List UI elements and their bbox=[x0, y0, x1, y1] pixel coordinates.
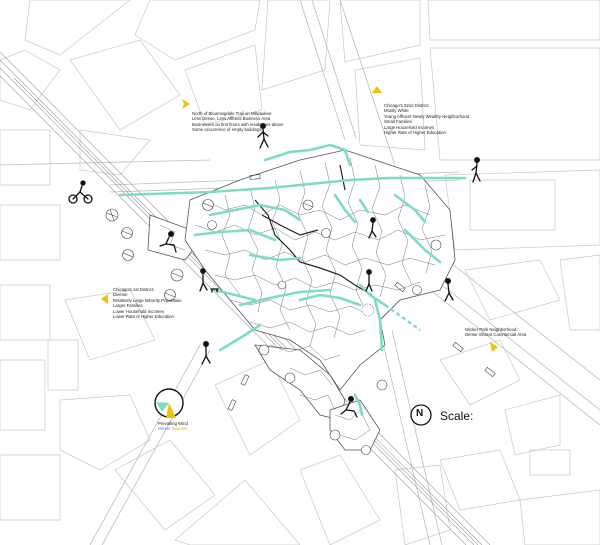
tree-icon bbox=[105, 208, 119, 222]
note-line: Businesses on first floors with residenc… bbox=[192, 121, 284, 127]
note-line: North of Bloomingdale Trail on Milwaukee… bbox=[192, 111, 273, 116]
tree-icon bbox=[329, 429, 341, 441]
note-line: Chicago's 32nd District: bbox=[384, 103, 430, 108]
wind-legend-summer: Summer bbox=[171, 426, 188, 432]
note-line: Young Affluent Newly Wealthy Neighborhoo… bbox=[384, 113, 470, 119]
wind-arrows bbox=[101, 86, 498, 352]
note-line: Larger Families bbox=[113, 303, 143, 309]
wind-arrow-icon bbox=[182, 99, 190, 109]
tree-icon bbox=[207, 220, 217, 230]
note-line: Large Household Incomes bbox=[384, 124, 435, 130]
note-line: Relatively Large Minority Population bbox=[113, 297, 182, 303]
tree-icon bbox=[430, 239, 442, 251]
note-north-trail: North of Bloomingdale Trail on Milwaukee… bbox=[192, 111, 283, 133]
note-line: Small Families bbox=[384, 119, 412, 125]
tree-icon bbox=[361, 445, 371, 455]
tree-icon bbox=[258, 344, 270, 356]
wind-arrow-icon bbox=[101, 294, 108, 304]
compass-icon bbox=[410, 404, 432, 426]
tree-icon bbox=[202, 199, 214, 211]
vehicles bbox=[227, 174, 496, 411]
cyclist-icon bbox=[68, 180, 93, 204]
note-wicker-park: Wicker Park Neighborhood: Dense Vibrant … bbox=[465, 327, 526, 338]
primary-paths bbox=[254, 164, 373, 296]
people bbox=[68, 123, 481, 418]
pedestrian-icon bbox=[368, 217, 377, 239]
green-paths bbox=[118, 143, 467, 417]
pedestrian-icon bbox=[201, 341, 211, 365]
note-district-1: Chicago's 1st District: Diverse Relative… bbox=[113, 287, 182, 319]
note-line: Wicker Park Neighborhood: bbox=[465, 327, 518, 332]
note-line: Mostly White bbox=[384, 108, 409, 114]
sitting-person-icon bbox=[340, 396, 358, 418]
note-line: Diverse bbox=[113, 292, 128, 298]
pedestrian-icon bbox=[199, 268, 208, 292]
note-line: Lower Rate of Higher Education bbox=[113, 314, 174, 320]
tree-icon bbox=[321, 228, 331, 238]
note-line: Lower Household Incomes bbox=[113, 308, 164, 314]
wind-arrow-icon bbox=[490, 342, 498, 352]
tree-icon bbox=[277, 280, 287, 290]
note-line: Chicago's 1st District: bbox=[113, 287, 155, 292]
note-line: Some occurrence of empty buildings bbox=[192, 127, 262, 133]
tree-icon bbox=[361, 303, 375, 317]
tree-icon bbox=[412, 285, 422, 295]
wind-legend-label: Prevailing Wind Winter Summer bbox=[158, 421, 188, 432]
pedestrian-icon bbox=[471, 157, 481, 183]
note-district-32: Chicago's 32nd District: Mostly White Yo… bbox=[384, 103, 469, 135]
green-dashed-path bbox=[384, 304, 421, 331]
wind-legend-title: Prevailing Wind bbox=[158, 421, 188, 426]
tree-icon bbox=[164, 289, 176, 301]
pedestrian-icon bbox=[444, 278, 454, 302]
tree-icon bbox=[121, 227, 133, 239]
note-line: Higher Rate of Higher Education bbox=[384, 130, 446, 136]
note-line: Dense Vibrant Commercial Area bbox=[465, 332, 527, 338]
wind-arrow-icon bbox=[372, 86, 382, 93]
wind-legend-seasons: Winter Summer bbox=[158, 426, 188, 431]
pedestrian-icon bbox=[257, 123, 269, 149]
wind-legend-winter: Winter bbox=[158, 426, 171, 432]
tree-icon bbox=[302, 199, 314, 211]
scale-label: Scale: bbox=[440, 409, 474, 423]
tree-icon bbox=[122, 249, 134, 261]
dog-icon bbox=[210, 288, 219, 293]
sitting-person-icon bbox=[159, 231, 177, 253]
tree-icon bbox=[376, 379, 388, 391]
tree-icon bbox=[170, 268, 184, 282]
wind-legend-icon bbox=[154, 388, 184, 418]
tree-icon bbox=[284, 372, 296, 384]
trees bbox=[105, 199, 442, 455]
note-line: Less Dense, Less Affluent Business Area bbox=[192, 116, 271, 122]
pedestrian-icon bbox=[365, 269, 373, 292]
compass-letter: N bbox=[416, 408, 424, 419]
